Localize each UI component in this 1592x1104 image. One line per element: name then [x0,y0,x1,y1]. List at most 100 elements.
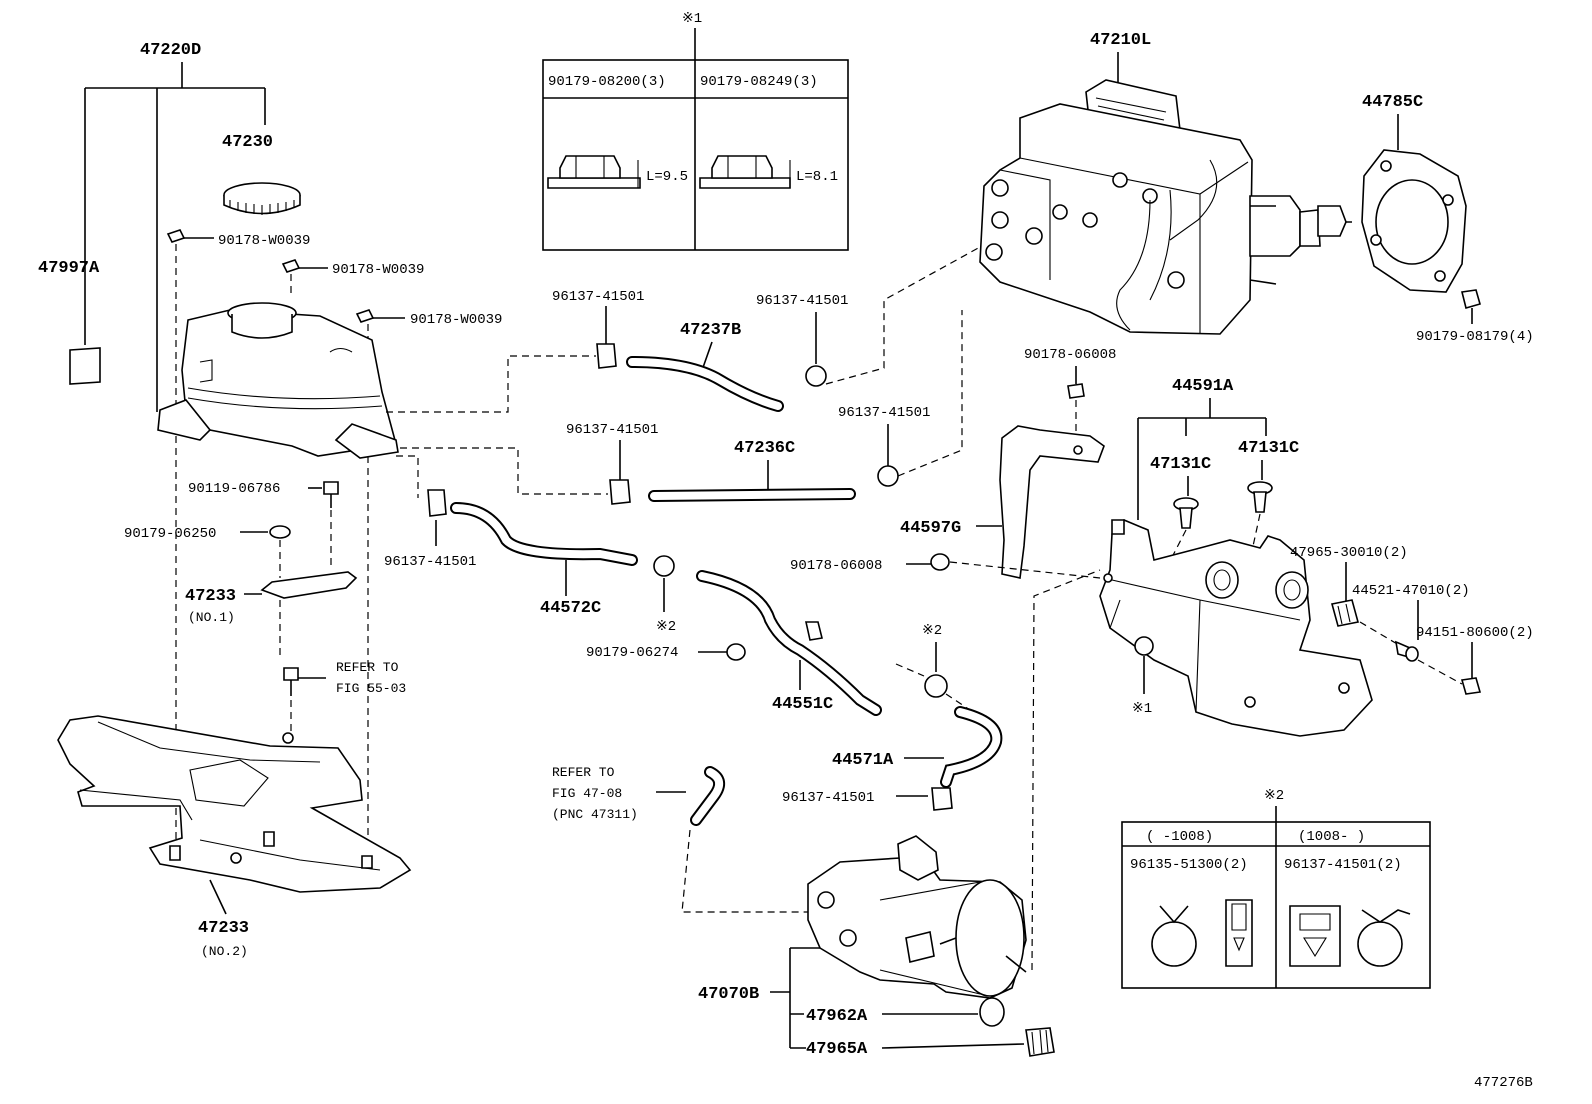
code-94151-80600[interactable]: 94151-80600(2) [1416,625,1534,641]
code-90178-W0039-b[interactable]: 90178-W0039 [332,262,424,278]
code-47965-30010[interactable]: 47965-30010(2) [1290,545,1408,561]
dash-47237B-to-actuator [825,235,1001,385]
gasket-44785C [1361,149,1467,293]
leader-47965A [881,1043,1025,1049]
code-90119-06786[interactable]: 90119-06786 [188,481,280,497]
label-47131C-b[interactable]: 47131C [1238,439,1299,458]
note-2-symbol-a: ※2 [656,619,676,635]
clamp-drawing-96137 [1289,905,1411,967]
dash-47236C-to-actuator [897,310,963,477]
label-47962A[interactable]: 47962A [806,1007,868,1026]
nut-drawing-2 [699,155,791,189]
refer-2-line3: (PNC 47311) [552,807,638,822]
dash-refer-to-pump [681,829,822,913]
label-47233-no2[interactable]: 47233 [198,919,249,938]
nut-90179-08179 [1461,289,1481,324]
code-90178-W0039-c[interactable]: 90178-W0039 [410,312,502,328]
code-90178-W0039-a[interactable]: 90178-W0039 [218,233,310,249]
label-47210L[interactable]: 47210L [1090,31,1151,50]
note-1-symbol-b: ※1 [1132,701,1152,717]
clamp-44551C [805,621,823,641]
code-96137-41501-c[interactable]: 96137-41501 [566,422,658,438]
table2-part1: 96135-51300(2) [1130,857,1248,873]
table1-dim1: L=9.5 [646,169,688,185]
grommet-47131C-a [1173,497,1199,529]
label-44591A[interactable]: 44591A [1172,377,1234,396]
clip-note2-b [924,674,948,698]
label-47236C[interactable]: 47236C [734,439,795,458]
label-44551C[interactable]: 44551C [772,695,833,714]
refer-1-line1: REFER TO [336,660,399,675]
code-90178-06008-a[interactable]: 90178-06008 [1024,347,1116,363]
code-96137-41501-b[interactable]: 96137-41501 [756,293,848,309]
washer-90179-06250 [269,525,291,539]
actuator-47210L [979,79,1352,335]
clip-96137-41501-f [931,787,953,811]
clip-96137-41501-a [596,343,617,369]
label-47131C-a[interactable]: 47131C [1150,455,1211,474]
bracket-44597G [999,425,1105,579]
label-44571A[interactable]: 44571A [832,751,894,770]
code-90179-06274[interactable]: 90179-06274 [586,645,678,661]
label-47997A[interactable]: 47997A [38,259,100,278]
code-96137-41501-d[interactable]: 96137-41501 [838,405,930,421]
dash-tank-to-44572C [396,455,419,498]
table2-range1: ( -1008) [1146,829,1213,845]
bolt-refer-fig-55-03 [283,667,299,740]
clip-96137-41501-d [877,465,899,487]
leader-47233-no2 [209,879,227,915]
code-90179-08179[interactable]: 90179-08179(4) [1416,329,1534,345]
table-note-1: ※1 90179-08200(3) 90179-08249(3) L=9.5 L… [542,11,849,251]
nut-note1 [1134,636,1154,656]
code-90178-06008-b[interactable]: 90178-06008 [790,558,882,574]
label-47070B[interactable]: 47070B [698,985,759,1004]
figure-code: 477276B [1474,1075,1533,1091]
leader-47070B [770,947,820,1049]
label-plate-47997A [69,347,101,385]
nut-94151-80600 [1460,677,1482,695]
label-44597G[interactable]: 44597G [900,519,961,538]
nut-90179-06274 [726,643,746,661]
bolt-90178-W0039-a [166,229,214,860]
code-96137-41501-e[interactable]: 96137-41501 [384,554,476,570]
clip-note2-a [653,555,675,577]
label-47233-no1[interactable]: 47233 [185,587,236,606]
bolt-90178-W0039-b [281,259,328,298]
table1-col1: 90179-08200(3) [548,74,666,90]
bolt-90178-06008-a [1067,383,1085,399]
note-2-symbol-b: ※2 [922,623,942,639]
pump-motor-47070B [807,569,1101,999]
reservoir-tank [157,302,399,459]
table2-part2: 96137-41501(2) [1284,857,1402,873]
table2-range2: (1008- ) [1298,829,1365,845]
label-47220D[interactable]: 47220D [140,41,201,60]
clip-96137-41501-c [609,479,631,505]
table-note-2: ※2 ( -1008) (1008- ) 96135-51300(2) 9613… [1121,788,1431,989]
label-47237B[interactable]: 47237B [680,321,741,340]
table1-col2: 90179-08249(3) [700,74,818,90]
dash-pump-to-bracket [1031,569,1101,971]
code-96137-41501-f[interactable]: 96137-41501 [782,790,874,806]
label-44572C[interactable]: 44572C [540,599,601,618]
dash-tank-to-47236C [400,447,608,495]
note-2-symbol-top: ※2 [1264,788,1284,804]
bracket-47233-no2 [57,715,412,893]
label-47965A[interactable]: 47965A [806,1040,868,1059]
collar-44521-47010 [1394,640,1419,662]
label-47230[interactable]: 47230 [222,133,273,152]
code-90179-06250[interactable]: 90179-06250 [124,526,216,542]
label-47233-no1-sub: (NO.1) [188,610,235,625]
reservoir-assembly-group: 47220D 47230 47997A 90178-W0039 90178-W0… [38,41,608,959]
grommet-47962A [979,997,1005,1027]
label-47233-no2-sub: (NO.2) [201,944,248,959]
label-44785C[interactable]: 44785C [1362,93,1423,112]
clip-96137-41501-b [805,365,827,387]
hoses-group: 96137-41501 47237B 96137-41501 96137-415… [384,235,1003,913]
refer-1-line2: FIG 55-03 [336,681,406,696]
table1-dim2: L=8.1 [796,169,838,185]
refer-2-line2: FIG 47-08 [552,786,622,801]
code-96137-41501-a[interactable]: 96137-41501 [552,289,644,305]
code-44521-47010[interactable]: 44521-47010(2) [1352,583,1470,599]
